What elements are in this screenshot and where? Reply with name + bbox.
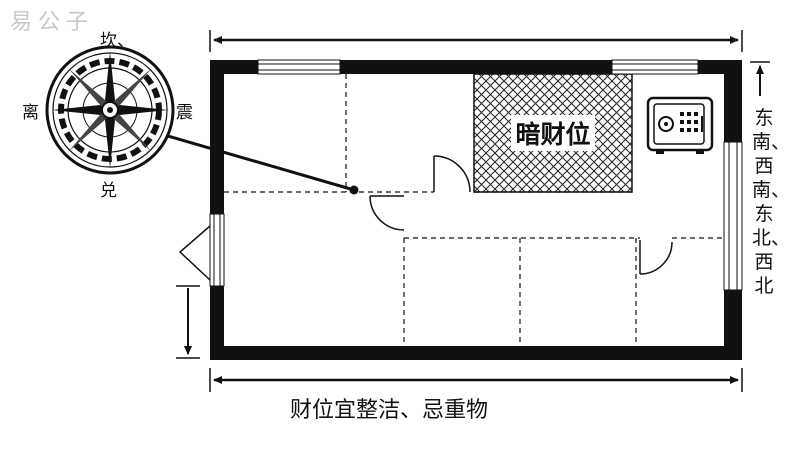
right-dimension-arrow-icon xyxy=(750,61,770,96)
hidden-wealth-label: 暗财位 xyxy=(474,74,632,192)
room-partitions xyxy=(224,74,724,346)
watermark-text: 易公子 xyxy=(10,10,95,35)
compass-label-west: 离 xyxy=(22,103,39,123)
door-swing-icon xyxy=(178,155,673,281)
compass-label-east: 震 xyxy=(176,103,193,123)
directions-vertical-text: 东南、西南、东北、西北 xyxy=(752,107,791,297)
window-icon xyxy=(209,59,743,291)
compass-label-south: 兑 xyxy=(100,181,117,201)
bottom-dimension-arrow-icon xyxy=(209,368,743,392)
caption-text: 财位宜整洁、忌重物 xyxy=(290,398,489,423)
safe-icon xyxy=(646,96,714,154)
compass-label-north: 坎、 xyxy=(100,31,134,51)
left-dimension-arrow-icon xyxy=(176,285,200,359)
top-dimension-arrow-icon xyxy=(209,30,743,52)
compass-rose-icon xyxy=(45,45,175,175)
hidden-wealth-text: 暗财位 xyxy=(511,115,595,151)
